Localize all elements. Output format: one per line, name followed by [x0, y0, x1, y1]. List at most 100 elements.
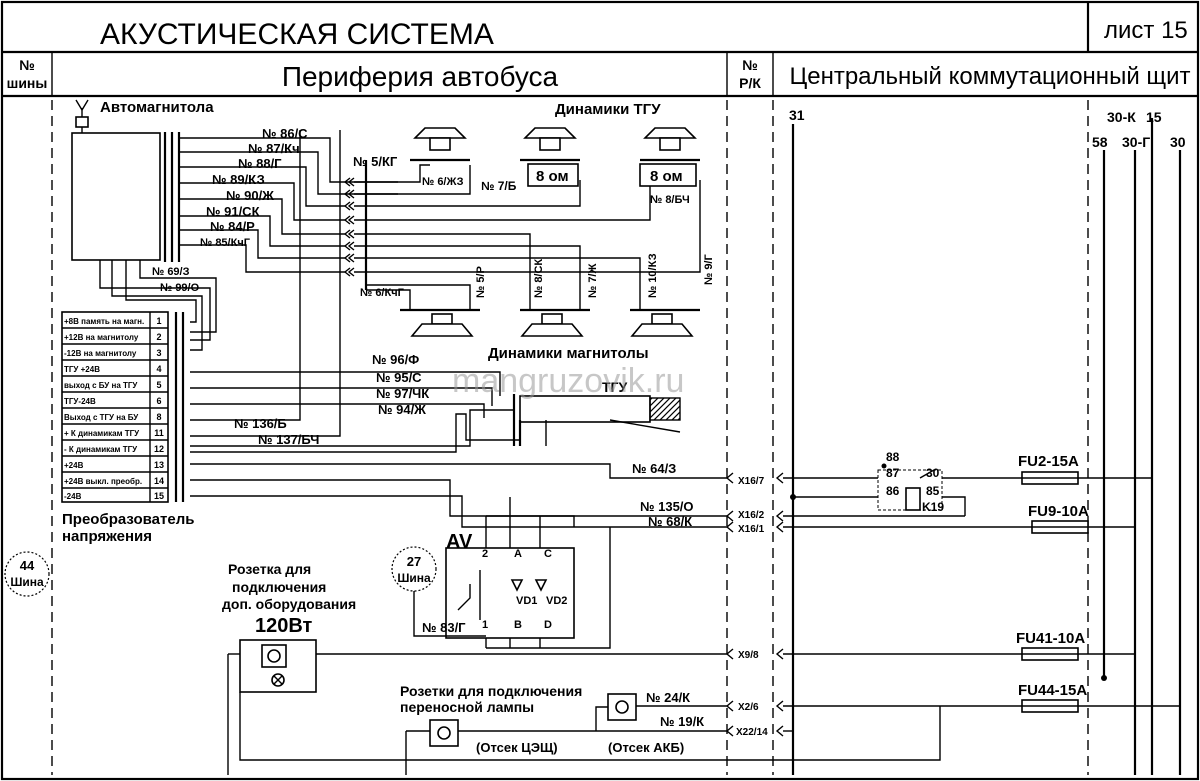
page-title: АКУСТИЧЕСКАЯ СИСТЕМА — [100, 18, 494, 51]
wire-9-g: № 9/Г — [703, 254, 715, 285]
pin-name-13: +24В — [64, 461, 84, 470]
wire-6-zhz: № 6/ЖЗ — [422, 176, 464, 188]
wire-137: № 137/БЧ — [258, 432, 319, 447]
wire-88: № 88/Г — [238, 156, 282, 171]
av-pin-2: 2 — [482, 548, 488, 560]
rail-58-label: 58 — [1092, 134, 1108, 150]
fuse-fu9 — [1031, 520, 1089, 534]
wire-95: № 95/С — [376, 370, 422, 385]
radio-speaker-3 — [630, 308, 700, 337]
relay-k19 — [877, 463, 943, 511]
pin-name-4: ТГУ +24В — [64, 365, 100, 374]
socket1-line3: доп. оборудования — [222, 596, 356, 612]
compartment-akb: (Отсек АКБ) — [608, 740, 684, 755]
wire-68: № 68/К — [648, 514, 692, 529]
wire-19: № 19/К — [660, 714, 704, 729]
socket2-line1: Розетки для подключения — [400, 683, 582, 699]
wire-7-zh: № 7/Ж — [587, 264, 599, 298]
wire-7-b: № 7/Б — [481, 179, 517, 193]
pin-num-14: 14 — [154, 476, 164, 486]
connector-x22-14: X22/14 — [736, 727, 768, 738]
bus-no-label-1: № — [19, 57, 35, 73]
fuse-fu41-label: FU41-10А — [1016, 630, 1085, 647]
socket2-symbols — [239, 692, 941, 775]
wire-24: № 24/К — [646, 690, 690, 705]
bus-27-circle — [391, 546, 437, 592]
wire-5-r: № 5/Р — [475, 266, 487, 298]
radio-speaker-2 — [520, 308, 590, 337]
bus-44-number: 44 — [20, 558, 35, 573]
av-pin-1: 1 — [482, 619, 488, 631]
av-pin-c: C — [544, 548, 552, 560]
bus-44-label: Шина — [10, 575, 44, 589]
av-pin-d: D — [544, 619, 552, 631]
pin-num-8: 8 — [156, 412, 161, 422]
wire-87: № 87/Кч — [248, 141, 300, 156]
antenna-icon — [75, 99, 89, 112]
socket1-symbol — [227, 639, 727, 775]
wire-89: № 89/КЗ — [212, 172, 265, 187]
wire-97: № 97/ЧК — [376, 386, 429, 401]
diode-vd2: VD2 — [546, 595, 567, 607]
compartment-tseshch: (Отсек ЦЭЩ) — [476, 740, 558, 755]
radio-speaker-1 — [400, 308, 480, 337]
wire-90: № 90/Ж — [226, 188, 274, 203]
car-radio-box — [71, 132, 161, 261]
fuse-fu44 — [1021, 699, 1079, 713]
antenna-base — [75, 116, 89, 128]
relay-pin-87: 87 — [886, 466, 900, 480]
socket2-line2: переносной лампы — [400, 699, 534, 715]
rail-15-label: 15 — [1146, 109, 1162, 125]
speaker-impedance-1: 8 ом — [536, 168, 569, 185]
rail-31-label: 31 — [789, 107, 805, 123]
central-wires — [783, 477, 1180, 732]
pin-num-3: 3 — [156, 348, 161, 358]
speaker-wires — [354, 164, 701, 310]
socket1-line2: подключения — [232, 579, 326, 595]
pin-name-1: +8В память на магн. — [64, 317, 144, 326]
bus-27-number: 27 — [407, 554, 421, 569]
rail-30k-label: 30-К — [1107, 109, 1136, 125]
rk-label-1: № — [742, 57, 758, 73]
relay-pin-86: 86 — [886, 484, 900, 498]
tgu-speaker-2 — [520, 127, 580, 187]
wire-5-kg: № 5/КГ — [353, 154, 398, 169]
pin-num-5: 5 — [156, 380, 161, 390]
pin-num-13: 13 — [154, 460, 164, 470]
wire-85: № 85/КчГ — [200, 237, 251, 249]
av-label: AV — [446, 531, 473, 553]
speaker-impedance-2: 8 ом — [650, 168, 683, 185]
wire-84: № 84/Р — [210, 219, 255, 234]
pin-num-4: 4 — [156, 364, 161, 374]
pin-num-12: 12 — [154, 444, 164, 454]
converter-label-2: напряжения — [62, 528, 152, 545]
bus-27-wire — [413, 591, 486, 637]
rail-58-junction — [1101, 675, 1107, 681]
rail-30g-label: 30-Г — [1122, 134, 1150, 150]
wire-136: № 136/Б — [234, 416, 287, 431]
rail-30-label: 30 — [1170, 134, 1186, 150]
bus-44-circle — [4, 551, 50, 597]
diode-vd1: VD1 — [516, 595, 537, 607]
pin-name-5: выход с БУ на ТГУ — [64, 381, 138, 390]
fuse-fu2-label: FU2-15А — [1018, 453, 1079, 470]
wire-94: № 94/Ж — [378, 402, 426, 417]
pin-name-3: -12В на магнитолу — [64, 349, 137, 358]
pin-name-2: +12В на магнитолу — [64, 333, 139, 342]
pin-name-11: + К динамикам ТГУ — [64, 429, 140, 438]
watermark-text: mangruzovik.ru — [452, 362, 684, 400]
relay-name: K19 — [922, 500, 944, 514]
pin-num-2: 2 — [156, 332, 161, 342]
wire-8-sk: № 8/СК — [533, 259, 545, 298]
connector-chevrons — [343, 177, 355, 277]
fuse-fu2 — [1021, 471, 1079, 485]
pin-name-14: +24В выкл. преобр. — [64, 477, 142, 486]
pin-num-15: 15 — [154, 491, 164, 501]
fuse-fu9-label: FU9-10А — [1028, 503, 1089, 520]
av-block — [445, 497, 611, 649]
wire-135: № 135/О — [640, 499, 694, 514]
connector-x2-6: X2/6 — [738, 702, 759, 713]
tgu-unit — [512, 394, 681, 446]
sheet-number: лист 15 — [1104, 17, 1188, 44]
